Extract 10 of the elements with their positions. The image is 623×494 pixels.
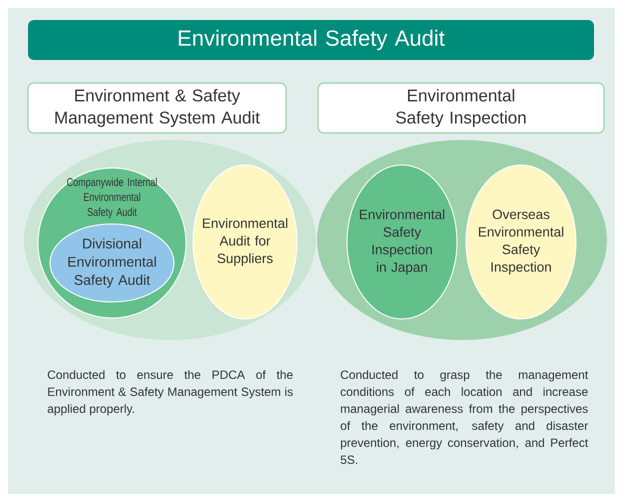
ellipse-label: Overseas Environmental Safety Inspection <box>478 210 564 274</box>
title-bar: Environmental Safety Audit <box>28 20 594 60</box>
description-text: Conducted to grasp the management conditions of each location and increase managerial awareness from the perspectives of the environment, safety and disaster prevention, energy conservation, and Perfect 5S. <box>340 370 588 464</box>
circle-label: Companywide Internal Environmental Safety Audit <box>67 178 157 218</box>
category-box: Environmental Safety Inspection <box>317 82 605 134</box>
ellipse-label: Environmental Audit for Suppliers <box>202 218 288 266</box>
category-box: Environment & Safety Management System Audit <box>27 82 287 134</box>
ellipse-label: Environmental Safety Inspection in Japan <box>360 209 444 275</box>
description-text: Conducted to ensure the PDCA of the Environment & Safety Management System is applied properly. <box>48 370 293 416</box>
ellipse-label: Divisional Environmental Safety Audit <box>68 238 156 288</box>
